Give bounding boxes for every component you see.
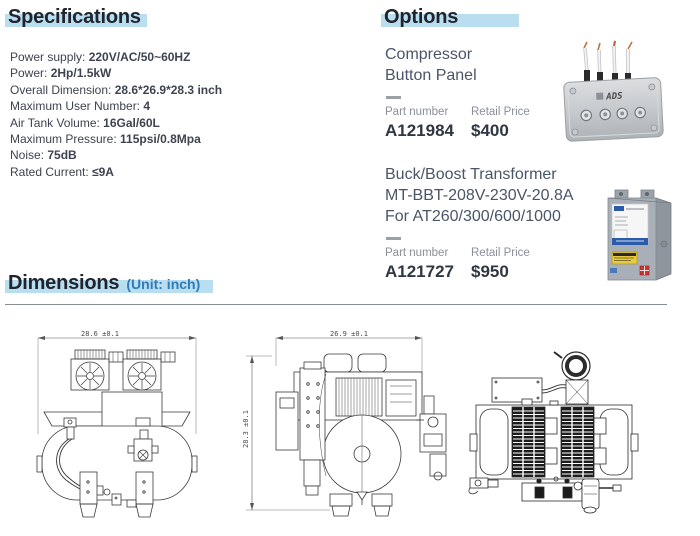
motor-block-right	[560, 406, 607, 478]
product-name: Buck/Boost Transformer MT-BBT-208V-230V-…	[385, 166, 574, 225]
bottom-right-filter	[573, 478, 622, 514]
air-filter	[521, 351, 591, 406]
product-name: Compressor Button Panel	[385, 46, 477, 84]
specifications-title: Specifications	[8, 6, 141, 28]
spec-row: Air Tank Volume: 16Gal/60L	[10, 115, 160, 130]
product-labels-row: Part number Retail Price	[385, 106, 530, 118]
options-header: Options	[381, 6, 519, 29]
part-number-value: A121984	[385, 121, 455, 140]
part-number-label: Part number	[385, 106, 449, 118]
dimension-depth: 26.9 ±0.1	[275, 330, 423, 400]
dimension-width: 28.6 ±0.1	[37, 330, 197, 434]
side-feet	[329, 491, 393, 517]
right-pump-assembly	[416, 395, 447, 481]
svg-text:26.9 ±0.1: 26.9 ±0.1	[330, 330, 368, 338]
product-labels-row: Part number Retail Price	[385, 247, 574, 259]
product-values-row: A121727 $950	[385, 259, 574, 282]
svg-text:ADS: ADS	[605, 91, 623, 102]
product-buck-boost-transformer: Buck/Boost Transformer MT-BBT-208V-230V-…	[385, 164, 574, 282]
options-title: Options	[384, 6, 459, 28]
top-view-body	[469, 404, 639, 480]
spec-row: Noise: 75dB	[10, 148, 77, 163]
drawing-side-view: 26.9 ±0.1 28.3 ±0.1	[238, 326, 463, 536]
part-number-label: Part number	[385, 247, 449, 259]
spec-row: Power supply: 220V/AC/50~60HZ	[10, 50, 191, 64]
spec-row: Rated Current: ≤9A	[10, 164, 114, 179]
transformer-brackets	[614, 189, 655, 201]
compressor-button-panel-photo: ADS	[558, 40, 670, 150]
bottom-left-fitting	[468, 477, 499, 495]
spec-row: Maximum User Number: 4	[10, 99, 151, 114]
panel-buttons	[580, 106, 646, 122]
motor-left	[70, 349, 124, 391]
ads-logo: ADS	[596, 91, 623, 102]
small-stickers	[610, 265, 650, 276]
drawing-front-view: 28.6 ±0.1	[28, 326, 228, 536]
svg-text:28.3 ±0.1: 28.3 ±0.1	[242, 410, 250, 448]
dimensions-header: Dimensions (Unit: inch)	[5, 272, 213, 295]
motor-right	[122, 349, 176, 391]
dimensions-unit: (Unit: inch)	[126, 276, 201, 292]
retail-price-value: $950	[471, 262, 509, 281]
air-tank	[36, 425, 198, 501]
retail-price-label: Retail Price	[471, 106, 530, 118]
divider-dash	[386, 96, 401, 99]
pressure-regulator	[127, 417, 159, 462]
bottom-fittings	[103, 488, 137, 508]
tank-end-circle	[322, 414, 402, 494]
retail-price-value: $400	[471, 121, 509, 140]
transformer-label	[611, 203, 649, 245]
part-number-value: A121727	[385, 262, 455, 281]
spec-row: Power: 2Hp/1.5kW	[10, 66, 112, 81]
panel-body: ADS	[563, 77, 664, 142]
divider-dash	[386, 237, 401, 240]
dryer-column	[275, 361, 327, 496]
product-compressor-button-panel: Compressor Button Panel Part number Reta…	[385, 44, 530, 141]
tank-legs	[79, 471, 154, 518]
section-divider-line	[5, 304, 667, 305]
dimensions-title: Dimensions	[8, 272, 120, 294]
spec-row: Maximum Pressure: 115psi/0.8Mpa	[10, 132, 201, 147]
bottom-bracket	[521, 476, 583, 502]
junction-box	[491, 377, 567, 403]
specifications-header: Specifications	[5, 6, 147, 29]
svg-text:28.6 ±0.1: 28.6 ±0.1	[81, 330, 119, 338]
drawing-top-view	[466, 338, 698, 533]
spec-row: Overall Dimension: 28.6*26.9*28.3 inch	[10, 82, 223, 97]
warning-sticker	[611, 251, 638, 265]
retail-price-label: Retail Price	[471, 247, 530, 259]
motor-block-left	[511, 406, 558, 478]
transformer-photo	[598, 186, 688, 293]
specifications-list: Power supply: 220V/AC/50~60HZ Power: 2Hp…	[10, 49, 222, 180]
product-values-row: A121984 $400	[385, 118, 530, 141]
panel-wires	[583, 40, 633, 85]
dimension-height: 28.3 ±0.1	[242, 355, 330, 511]
